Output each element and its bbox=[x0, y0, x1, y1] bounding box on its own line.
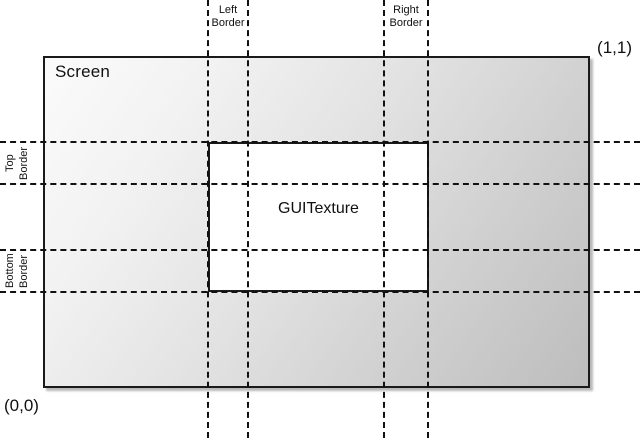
top-border-label-line2: Border bbox=[18, 146, 30, 180]
right-border-label-line1: Right bbox=[393, 4, 419, 16]
guide-line-horizontal-top-inner bbox=[0, 183, 640, 185]
guide-line-horizontal-bottom-inner bbox=[0, 249, 640, 251]
screen-label: Screen bbox=[55, 62, 111, 81]
guitexture-rectangle bbox=[208, 142, 429, 292]
right-border-label-line2: Border bbox=[389, 17, 423, 29]
bottom-border-label: Bottom bbox=[4, 251, 17, 291]
right-border-label: Right Border bbox=[366, 4, 446, 30]
bottom-border-label-secondary: Border bbox=[18, 251, 31, 291]
guide-line-vertical-right-outer bbox=[427, 0, 429, 438]
left-border-label-line2: Border bbox=[211, 17, 245, 29]
guide-line-vertical-left-inner bbox=[207, 0, 209, 438]
guide-line-vertical-left-outer bbox=[247, 0, 249, 438]
top-border-label-secondary: Border bbox=[18, 143, 31, 183]
guide-line-horizontal-bottom-outer bbox=[0, 291, 640, 293]
bottom-border-label-line1: Bottom bbox=[4, 253, 16, 289]
top-border-label: Top bbox=[4, 143, 17, 183]
top-border-label-line1: Top bbox=[4, 154, 16, 172]
coordinate-label-max: (1,1) bbox=[597, 38, 632, 57]
left-border-label: Left Border bbox=[188, 4, 268, 30]
coordinate-label-origin: (0,0) bbox=[4, 396, 39, 415]
left-border-label-line1: Left bbox=[218, 4, 238, 16]
guitexture-label: GUITexture bbox=[278, 200, 359, 217]
guide-line-vertical-right-inner bbox=[383, 0, 385, 438]
bottom-border-label-line2: Border bbox=[18, 254, 30, 288]
guide-line-horizontal-top-outer bbox=[0, 141, 640, 143]
